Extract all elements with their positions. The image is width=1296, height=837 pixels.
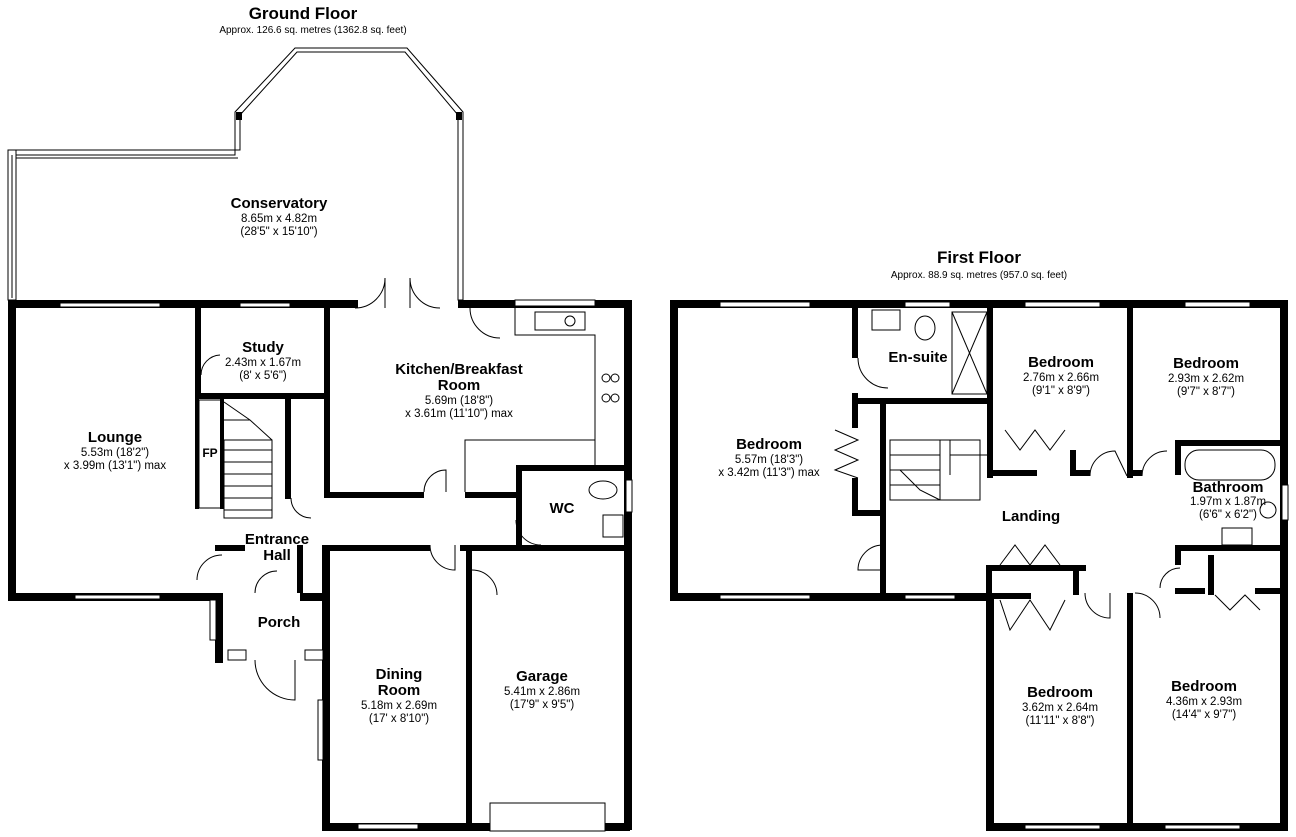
ensuite-label: En-suite bbox=[888, 349, 947, 366]
kitchen-dim-metric: 5.69m (18'8") bbox=[425, 395, 493, 407]
landing-label: Landing bbox=[1002, 508, 1060, 525]
entrance-hall-label-line2: Hall bbox=[263, 547, 291, 564]
ground-interior-walls bbox=[195, 308, 630, 830]
conservatory-frame bbox=[7, 47, 464, 301]
fireplace bbox=[198, 399, 222, 509]
ground-floor-title: Ground Floor bbox=[249, 4, 358, 23]
ground-floor-area: Approx. 126.6 sq. metres (1362.8 sq. fee… bbox=[219, 25, 406, 36]
bedroom-left-dim-imperial: x 3.42m (11'3") max bbox=[718, 467, 820, 479]
bedroom-bottom-mid-dim-imperial: (11'11" x 8'8") bbox=[1025, 715, 1094, 727]
ensuite-fixtures bbox=[871, 309, 988, 395]
bedroom-mid-dim-metric: 2.76m x 2.66m bbox=[1023, 372, 1099, 384]
bedroom-right-label: Bedroom bbox=[1173, 355, 1239, 372]
garage-dim-imperial: (17'9" x 9'5") bbox=[510, 699, 575, 711]
dining-label-line1: Dining bbox=[376, 666, 423, 683]
bedroom-bottom-right-dim-imperial: (14'4" x 9'7") bbox=[1172, 709, 1237, 721]
ground-labels: Ground Floor Approx. 126.6 sq. metres (1… bbox=[64, 4, 580, 725]
first-interior-walls bbox=[852, 308, 1283, 830]
ground-doors bbox=[196, 277, 542, 701]
conservatory-dim-metric: 8.65m x 4.82m bbox=[241, 213, 317, 225]
bedroom-bottom-right-dim-metric: 4.36m x 2.93m bbox=[1166, 696, 1242, 708]
bathroom-dim-metric: 1.97m x 1.87m bbox=[1190, 496, 1266, 508]
study-label: Study bbox=[242, 339, 284, 356]
garage-dim-metric: 5.41m x 2.86m bbox=[504, 686, 580, 698]
lounge-label: Lounge bbox=[88, 429, 142, 446]
dining-dim-metric: 5.18m x 2.69m bbox=[361, 700, 437, 712]
kitchen-label-line1: Kitchen/Breakfast bbox=[395, 361, 523, 378]
study-dim-imperial: (8' x 5'6") bbox=[239, 370, 287, 382]
porch-label: Porch bbox=[258, 614, 301, 631]
first-floor-plan: First Floor Approx. 88.9 sq. metres (957… bbox=[670, 248, 1289, 831]
bathroom-dim-imperial: (6'6" x 6'2") bbox=[1199, 509, 1257, 521]
ground-floor-plan: Ground Floor Approx. 126.6 sq. metres (1… bbox=[7, 4, 633, 832]
wc-fixtures bbox=[588, 480, 624, 538]
ground-staircase bbox=[223, 401, 273, 519]
dining-label-line2: Room bbox=[378, 682, 421, 699]
bathroom-fixtures bbox=[1184, 449, 1277, 546]
first-floor-title: First Floor bbox=[937, 248, 1021, 267]
ground-windows bbox=[59, 299, 633, 832]
bedroom-bottom-right-label: Bedroom bbox=[1171, 678, 1237, 695]
lounge-dim-imperial: x 3.99m (13'1") max bbox=[64, 460, 166, 472]
bedroom-mid-dim-imperial: (9'1" x 8'9") bbox=[1032, 385, 1090, 397]
first-floor-area: Approx. 88.9 sq. metres (957.0 sq. feet) bbox=[891, 270, 1067, 281]
entrance-hall-label-line1: Entrance bbox=[245, 531, 309, 548]
bedroom-right-dim-metric: 2.93m x 2.62m bbox=[1168, 373, 1244, 385]
first-doors bbox=[833, 357, 1261, 632]
kitchen-label-line2: Room bbox=[438, 377, 481, 394]
study-dim-metric: 2.43m x 1.67m bbox=[225, 357, 301, 369]
conservatory-dim-imperial: (28'5" x 15'10") bbox=[240, 226, 317, 238]
bedroom-left-label: Bedroom bbox=[736, 436, 802, 453]
first-windows bbox=[719, 301, 1289, 830]
conservatory-label: Conservatory bbox=[231, 195, 328, 212]
fireplace-label: FP bbox=[202, 446, 217, 460]
bedroom-right-dim-imperial: (9'7" x 8'7") bbox=[1177, 386, 1235, 398]
bedroom-bottom-mid-label: Bedroom bbox=[1027, 684, 1093, 701]
kitchen-units bbox=[464, 308, 620, 492]
first-outer-walls bbox=[670, 300, 1288, 831]
first-labels: First Floor Approx. 88.9 sq. metres (957… bbox=[718, 248, 1266, 727]
lounge-dim-metric: 5.53m (18'2") bbox=[81, 447, 149, 459]
dining-dim-imperial: (17' x 8'10") bbox=[369, 713, 429, 725]
bedroom-bottom-mid-dim-metric: 3.62m x 2.64m bbox=[1022, 702, 1098, 714]
bedroom-mid-label: Bedroom bbox=[1028, 354, 1094, 371]
first-staircase bbox=[889, 439, 990, 501]
bathroom-label: Bathroom bbox=[1193, 479, 1264, 496]
kitchen-dim-imperial: x 3.61m (11'10") max bbox=[405, 408, 513, 420]
wc-label: WC bbox=[550, 500, 575, 517]
garage-label: Garage bbox=[516, 668, 568, 685]
bedroom-left-dim-metric: 5.57m (18'3") bbox=[735, 454, 803, 466]
